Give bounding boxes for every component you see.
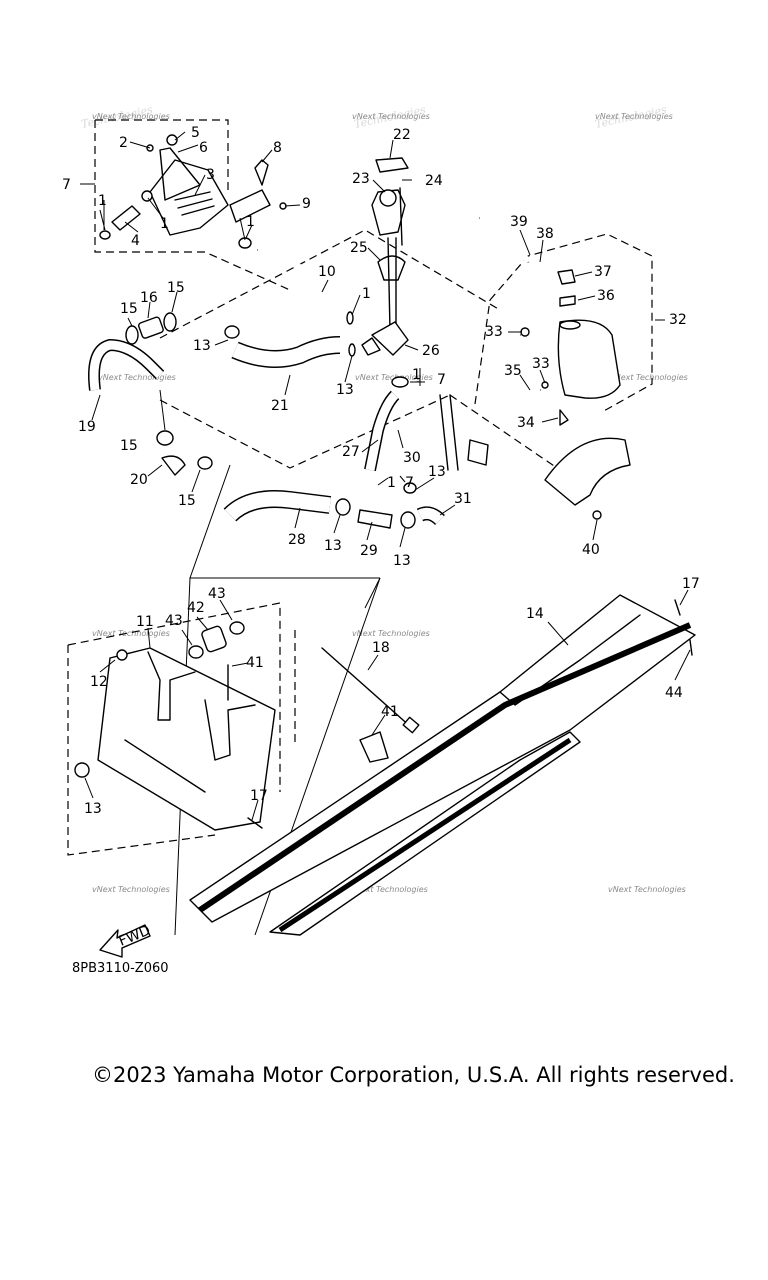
callout: 17 [682, 576, 700, 592]
callout: 1 [160, 216, 169, 232]
callout: 1 [362, 286, 371, 302]
callout: 32 [669, 312, 687, 328]
reservoir-tank [479, 214, 621, 426]
callout: 7 [405, 475, 414, 491]
callout: 27 [342, 444, 360, 460]
callout: 42 [187, 600, 205, 616]
callout: 41 [381, 704, 399, 720]
callout: 40 [582, 542, 600, 558]
callout: 12 [90, 674, 108, 690]
callout: 13 [84, 801, 102, 817]
callout: 9 [302, 196, 311, 212]
coolant-hoses [88, 336, 445, 526]
watermark-text: vNext Technologies [355, 373, 433, 382]
callout: 10 [318, 264, 336, 280]
callout: 13 [324, 538, 342, 554]
callout: 26 [422, 343, 440, 359]
callout: 43 [208, 586, 226, 602]
radiator [74, 621, 276, 831]
rod-18 [321, 647, 413, 729]
callout: 29 [360, 543, 378, 559]
callout: 37 [594, 264, 612, 280]
callout: 11 [136, 614, 154, 630]
callout: 5 [191, 125, 200, 141]
callout: 8 [273, 140, 282, 156]
leader-lines [80, 131, 691, 821]
callout: 22 [393, 127, 411, 143]
callout: 7 [437, 372, 446, 388]
callout: 34 [517, 415, 535, 431]
callout: 15 [178, 493, 196, 509]
watermark-text: vNext Technologies [608, 885, 686, 894]
filler-neck-assembly [99, 134, 287, 249]
watermark-text: vNext Technologies [350, 885, 428, 894]
heat-exchangers [189, 594, 696, 936]
callout: 14 [526, 606, 544, 622]
callout: 33 [485, 324, 503, 340]
callout: 31 [454, 491, 472, 507]
tank-bracket [544, 437, 631, 506]
callout: 24 [425, 173, 443, 189]
diagram-code: 8PB3110-Z060 [72, 961, 169, 976]
callout: 33 [532, 356, 550, 372]
callout: 44 [665, 685, 683, 701]
callout: 1 [387, 475, 396, 491]
thermostat-housing [361, 157, 409, 356]
callout: 13 [193, 338, 211, 354]
watermark-text: vNext Technologies [352, 629, 430, 638]
callout: 17 [250, 788, 268, 804]
callout: 3 [206, 167, 215, 183]
callout: 21 [271, 398, 289, 414]
callout: 39 [510, 214, 528, 230]
callout: 18 [372, 640, 390, 656]
callout: 41 [246, 655, 264, 671]
callouts: 2 5 6 3 7 1 4 1 8 9 1 10 1 22 23 24 25 2… [62, 125, 700, 817]
watermark-text: vNext Technologies [610, 373, 688, 382]
callout: 36 [597, 288, 615, 304]
callout: 35 [504, 363, 522, 379]
watermark-text: vNext Technologies [92, 629, 170, 638]
callout: 6 [199, 140, 208, 156]
callout: 13 [428, 464, 446, 480]
hose-clamps [125, 311, 489, 529]
callout: 15 [120, 301, 138, 317]
callout: 2 [119, 135, 128, 151]
callout: 30 [403, 450, 421, 466]
callout: 7 [62, 177, 71, 193]
callout: 4 [131, 233, 140, 249]
callout: 28 [288, 532, 306, 548]
group-outlines [67, 119, 653, 856]
callout: 19 [78, 419, 96, 435]
watermark-text: vNext Technologies [98, 373, 176, 382]
watermark-text: vNext Technologies [92, 885, 170, 894]
callout: 1 [98, 193, 107, 209]
callout: 13 [393, 553, 411, 569]
watermark-text: vNext Technologies [352, 112, 430, 121]
callout: 23 [352, 171, 370, 187]
callout: 20 [130, 472, 148, 488]
callout: 15 [167, 280, 185, 296]
hose-10 [257, 249, 351, 319]
callout: 15 [120, 438, 138, 454]
callout: 16 [140, 290, 158, 306]
callout: 38 [536, 226, 554, 242]
fwd-arrow-icon: FWD [99, 923, 153, 958]
callout: 1 [412, 367, 421, 383]
fwd-label: FWD [117, 923, 153, 950]
callout: 43 [165, 613, 183, 629]
callout: 13 [336, 382, 354, 398]
callout: 1 [246, 214, 255, 230]
watermark-text: vNext Technologies [92, 112, 170, 121]
watermark-text: vNext Technologies [595, 112, 673, 121]
callout: 25 [350, 240, 368, 256]
copyright-notice: ©2023 Yamaha Motor Corporation, U.S.A. A… [92, 1063, 735, 1087]
